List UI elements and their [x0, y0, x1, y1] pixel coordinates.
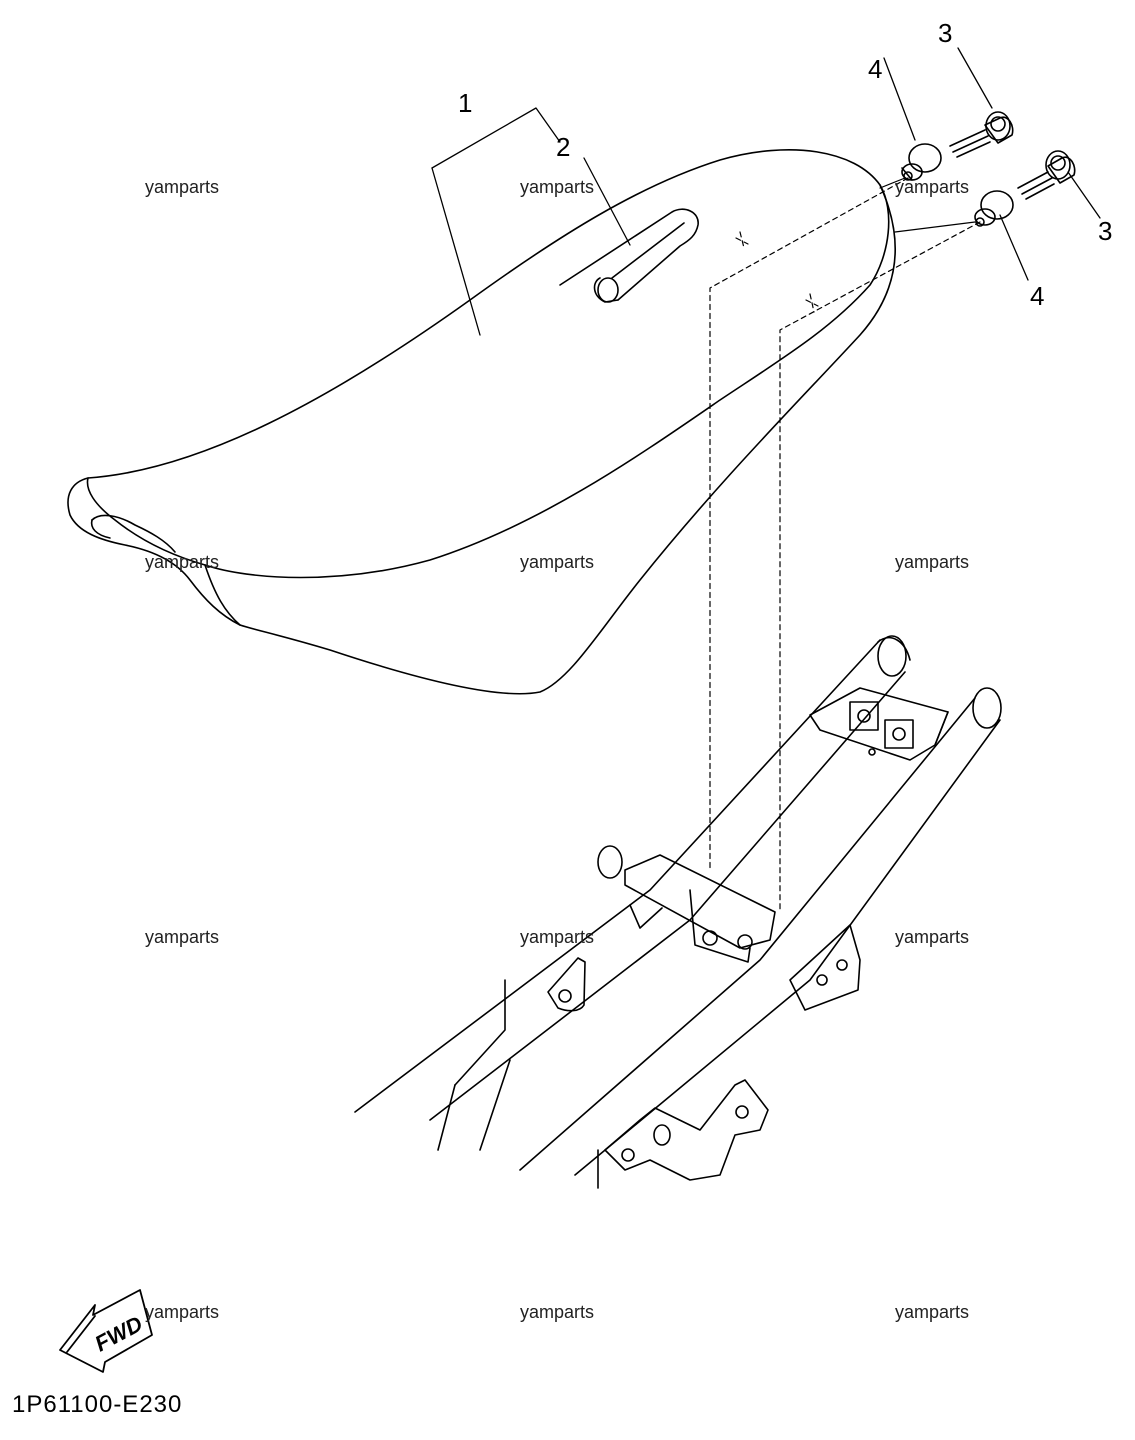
watermark: yamparts — [145, 927, 219, 947]
watermark: yamparts — [520, 552, 594, 572]
watermark: yamparts — [145, 177, 219, 197]
watermarks: yamparts yamparts yamparts yamparts yamp… — [145, 177, 969, 1322]
callouts: 1 2 3 3 4 4 — [458, 18, 1112, 311]
fwd-arrow-icon — [59, 1289, 153, 1373]
frame-tab-right — [789, 924, 861, 1011]
callout-2: 2 — [556, 132, 570, 162]
seat-strap — [559, 208, 699, 303]
collar-upper — [901, 143, 942, 181]
front-seat-bracket — [597, 845, 776, 963]
frame — [354, 635, 1002, 1189]
callout-4-lower: 4 — [1030, 281, 1044, 311]
watermark: yamparts — [895, 552, 969, 572]
callout-1: 1 — [458, 88, 472, 118]
seat-front-nose — [67, 477, 241, 626]
watermark: yamparts — [895, 177, 969, 197]
bolt-upper — [949, 111, 1014, 158]
callout-4-upper: 4 — [868, 54, 882, 84]
leader-lines — [431, 47, 1101, 336]
callout-3-lower: 3 — [1098, 216, 1112, 246]
diagram-code: 1P61100-E230 — [12, 1391, 182, 1418]
watermark: yamparts — [520, 927, 594, 947]
bolt-lower — [1017, 150, 1076, 200]
seat-nose-slot — [91, 514, 176, 553]
lower-mount-tab — [604, 1079, 769, 1181]
watermark: yamparts — [895, 1302, 969, 1322]
seat-assembly — [67, 149, 897, 695]
fwd-label: FWD — [91, 1311, 147, 1357]
callout-3-upper: 3 — [938, 18, 952, 48]
seat-side-panel — [204, 184, 897, 695]
watermark: yamparts — [145, 1302, 219, 1322]
watermark: yamparts — [895, 927, 969, 947]
seat-top-surface — [86, 149, 890, 579]
watermark: yamparts — [145, 552, 219, 572]
frame-tab-left — [547, 957, 586, 1012]
assembly-lines — [709, 177, 981, 911]
collar-lower — [974, 190, 1014, 227]
rear-seat-bracket — [809, 687, 949, 761]
watermark: yamparts — [520, 177, 594, 197]
watermark: yamparts — [520, 1302, 594, 1322]
